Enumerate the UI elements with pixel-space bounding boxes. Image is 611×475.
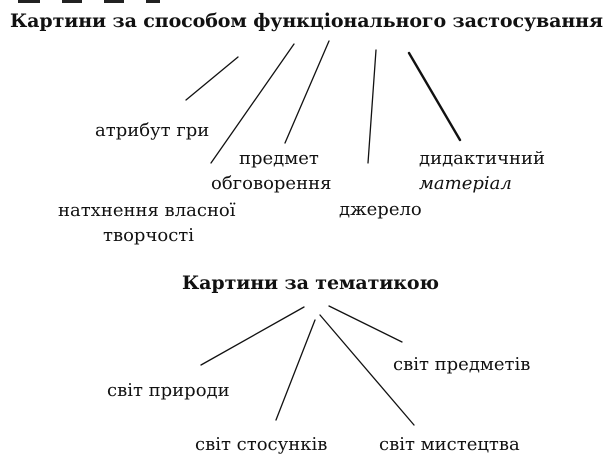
- scan-artifact: [146, 0, 160, 3]
- scan-artifact: [62, 0, 82, 3]
- branch-art: світ мистецтва: [379, 432, 520, 457]
- branch-label: джерело: [339, 199, 422, 220]
- diagram-title-functional: Картини за способом функціонального заст…: [10, 10, 603, 32]
- branch-label: світ мистецтва: [379, 434, 520, 455]
- branch-own-creativity: натхнення власної творчості: [58, 198, 236, 248]
- connector-line: [200, 306, 305, 366]
- connector-line: [367, 49, 377, 164]
- branch-nature: світ природи: [107, 378, 230, 403]
- branch-label: натхнення власної: [58, 200, 236, 221]
- connector-line: [210, 43, 295, 164]
- branch-source: джерело: [339, 197, 422, 222]
- scan-artifact: [18, 0, 40, 3]
- connector-line: [319, 314, 415, 426]
- connector-line: [284, 40, 330, 144]
- branch-label: предмет: [239, 148, 319, 169]
- branch-discussion-subject: предмет обговорення: [211, 146, 331, 196]
- branch-label: світ стосунків: [195, 434, 328, 455]
- branch-label: творчості: [103, 225, 194, 246]
- connector-line: [275, 319, 316, 421]
- branch-label: атрибут гри: [95, 120, 210, 141]
- connector-line: [185, 56, 239, 101]
- diagram-title-thematic: Картини за тематикою: [182, 272, 439, 294]
- connector-line: [407, 51, 462, 142]
- branch-game-attribute: атрибут гри: [95, 118, 209, 143]
- branch-label: обговорення: [211, 173, 332, 194]
- branch-label: світ природи: [107, 380, 230, 401]
- branch-label: дидактичний: [419, 148, 545, 169]
- branch-label: світ предметів: [393, 354, 531, 375]
- connector-line: [328, 305, 403, 343]
- branch-relations: світ стосунків: [195, 432, 327, 457]
- branch-objects: світ предметів: [393, 352, 530, 377]
- branch-label: матеріал: [419, 173, 512, 194]
- branch-didactic-material: дидактичний матеріал: [419, 146, 545, 196]
- scan-artifact: [104, 0, 124, 3]
